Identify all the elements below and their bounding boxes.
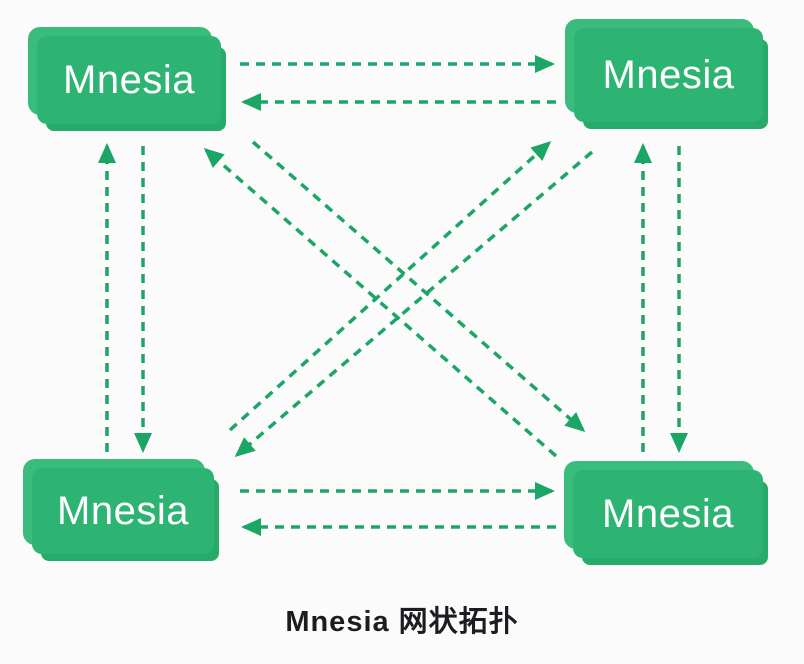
node-label: Mnesia (57, 489, 189, 533)
node-label: Mnesia (602, 53, 735, 97)
node-label: Mnesia (63, 58, 195, 102)
node-face: Mnesia (573, 470, 763, 558)
edge-top-left-to-bottom-right (251, 140, 586, 432)
edge-bottom-left-to-top-right (228, 140, 552, 432)
edge-bottom-right-to-top-left (203, 148, 558, 458)
diagram-caption: Mnesia 网状拓扑 (285, 606, 519, 638)
node-face: Mnesia (574, 28, 763, 122)
node-mnesia-bottom-right: Mnesia (564, 461, 763, 558)
node-label: Mnesia (602, 492, 734, 536)
node-mnesia-top-right: Mnesia (565, 19, 763, 122)
edge-top-right-to-bottom-left (234, 150, 594, 457)
node-face: Mnesia (32, 468, 214, 554)
node-mnesia-top-left: Mnesia (28, 27, 221, 124)
node-face: Mnesia (37, 36, 221, 124)
node-mnesia-bottom-left: Mnesia (23, 459, 214, 554)
